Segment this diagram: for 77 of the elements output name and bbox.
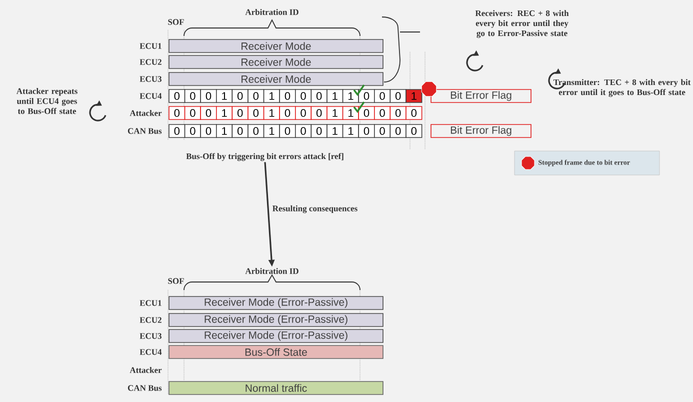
bit-cell: 0 (184, 106, 201, 120)
bit-cell: 0 (358, 106, 375, 120)
bit-error-flag-box: Bit Error Flag (430, 124, 532, 138)
bit-cell: 0 (295, 89, 312, 103)
bit-cell: 0 (406, 124, 422, 138)
row-label: ECU2 (140, 59, 162, 65)
bit-cell: 0 (232, 124, 248, 138)
row-label: ECU3 (140, 333, 162, 339)
row-label: Attacker (130, 110, 162, 116)
bit-cell: 0 (248, 124, 264, 138)
bit-error-flag-box: Bit Error Flag (430, 89, 532, 103)
note-text: Transmitter: TEC + 8 with every bit error until it goes to Bus-Off state (553, 79, 691, 97)
bit-cell: 1 (342, 89, 359, 103)
sof-label: SOF (168, 278, 184, 284)
bit-cell: 1 (216, 89, 233, 103)
caption: Bus-Off by triggering bit errors attack [ref] (186, 153, 344, 161)
note-text: Attacker repeats until ECU4 goes to Bus-Off state (16, 88, 78, 114)
bit-cell: 0 (279, 124, 296, 138)
bit-cell: 1 (216, 124, 233, 138)
normal-traffic-bar: Normal traffic (168, 381, 384, 395)
row-label: ECU1 (140, 43, 162, 49)
bit-cell: 0 (248, 89, 264, 103)
row-label: CAN Bus (128, 128, 162, 134)
bit-cell: 0 (390, 106, 406, 120)
bit-cell: 1 (342, 124, 359, 138)
receiver-mode-bar: Receiver Mode (168, 55, 384, 69)
bit-cell: 1 (326, 106, 344, 120)
row-label: ECU3 (140, 76, 162, 82)
bit-cell: 0 (295, 106, 312, 120)
bit-cell: 0 (184, 89, 201, 103)
bit-cell: 1 (326, 89, 344, 103)
bit-cell: 0 (184, 124, 201, 138)
bit-cell: 0 (406, 106, 422, 120)
bit-cell: 1 (263, 124, 280, 138)
row-label: Attacker (130, 367, 162, 373)
bit-cell: 1 (406, 89, 422, 103)
bus-off-bar: Bus-Off State (168, 345, 384, 359)
row-label: ECU1 (140, 300, 162, 306)
bit-cell: 1 (263, 89, 280, 103)
bit-cell: 0 (374, 124, 391, 138)
bit-cell: 0 (374, 89, 391, 103)
bit-cell: 0 (310, 89, 328, 103)
bit-cell: 1 (326, 124, 344, 138)
receiver-mode-bar: Receiver Mode (Error-Passive) (168, 296, 384, 310)
row-label: ECU4 (140, 349, 162, 355)
bit-cell: 0 (168, 106, 186, 120)
receiver-mode-bar: Receiver Mode (168, 39, 384, 53)
bit-cell: 0 (374, 106, 391, 120)
row-label: ECU4 (140, 93, 162, 99)
bit-cell: 1 (216, 106, 233, 120)
receiver-mode-bar: Receiver Mode (Error-Passive) (168, 313, 384, 327)
bit-cell: 0 (390, 89, 406, 103)
bit-cell: 0 (200, 106, 217, 120)
bit-cell: 0 (168, 124, 186, 138)
row-label: ECU2 (140, 317, 162, 323)
bit-cell: 0 (232, 89, 248, 103)
receiver-mode-bar: Receiver Mode (168, 72, 384, 86)
bit-cell: 0 (310, 106, 328, 120)
sof-label: SOF (168, 19, 184, 25)
bit-cell: 1 (263, 106, 280, 120)
bit-cell: 0 (248, 106, 264, 120)
bit-cell: 1 (342, 106, 359, 120)
bit-cell: 0 (390, 124, 406, 138)
bit-cell: 0 (358, 124, 375, 138)
note-text: Receivers: REC + 8 with every bit error until they go to Error-Passive state (475, 10, 569, 38)
bit-cell: 0 (310, 124, 328, 138)
bit-cell: 0 (168, 89, 186, 103)
bit-cell: 0 (279, 89, 296, 103)
bit-cell: 0 (232, 106, 248, 120)
bit-cell: 0 (200, 124, 217, 138)
section-title: Arbitration ID (245, 9, 298, 15)
bit-cell: 0 (295, 124, 312, 138)
bit-cell: 0 (279, 106, 296, 120)
receiver-mode-bar: Receiver Mode (Error-Passive) (168, 329, 384, 343)
heading: Arbitration ID (245, 268, 298, 274)
bit-cell: 0 (358, 89, 375, 103)
bit-cell: 0 (200, 89, 217, 103)
